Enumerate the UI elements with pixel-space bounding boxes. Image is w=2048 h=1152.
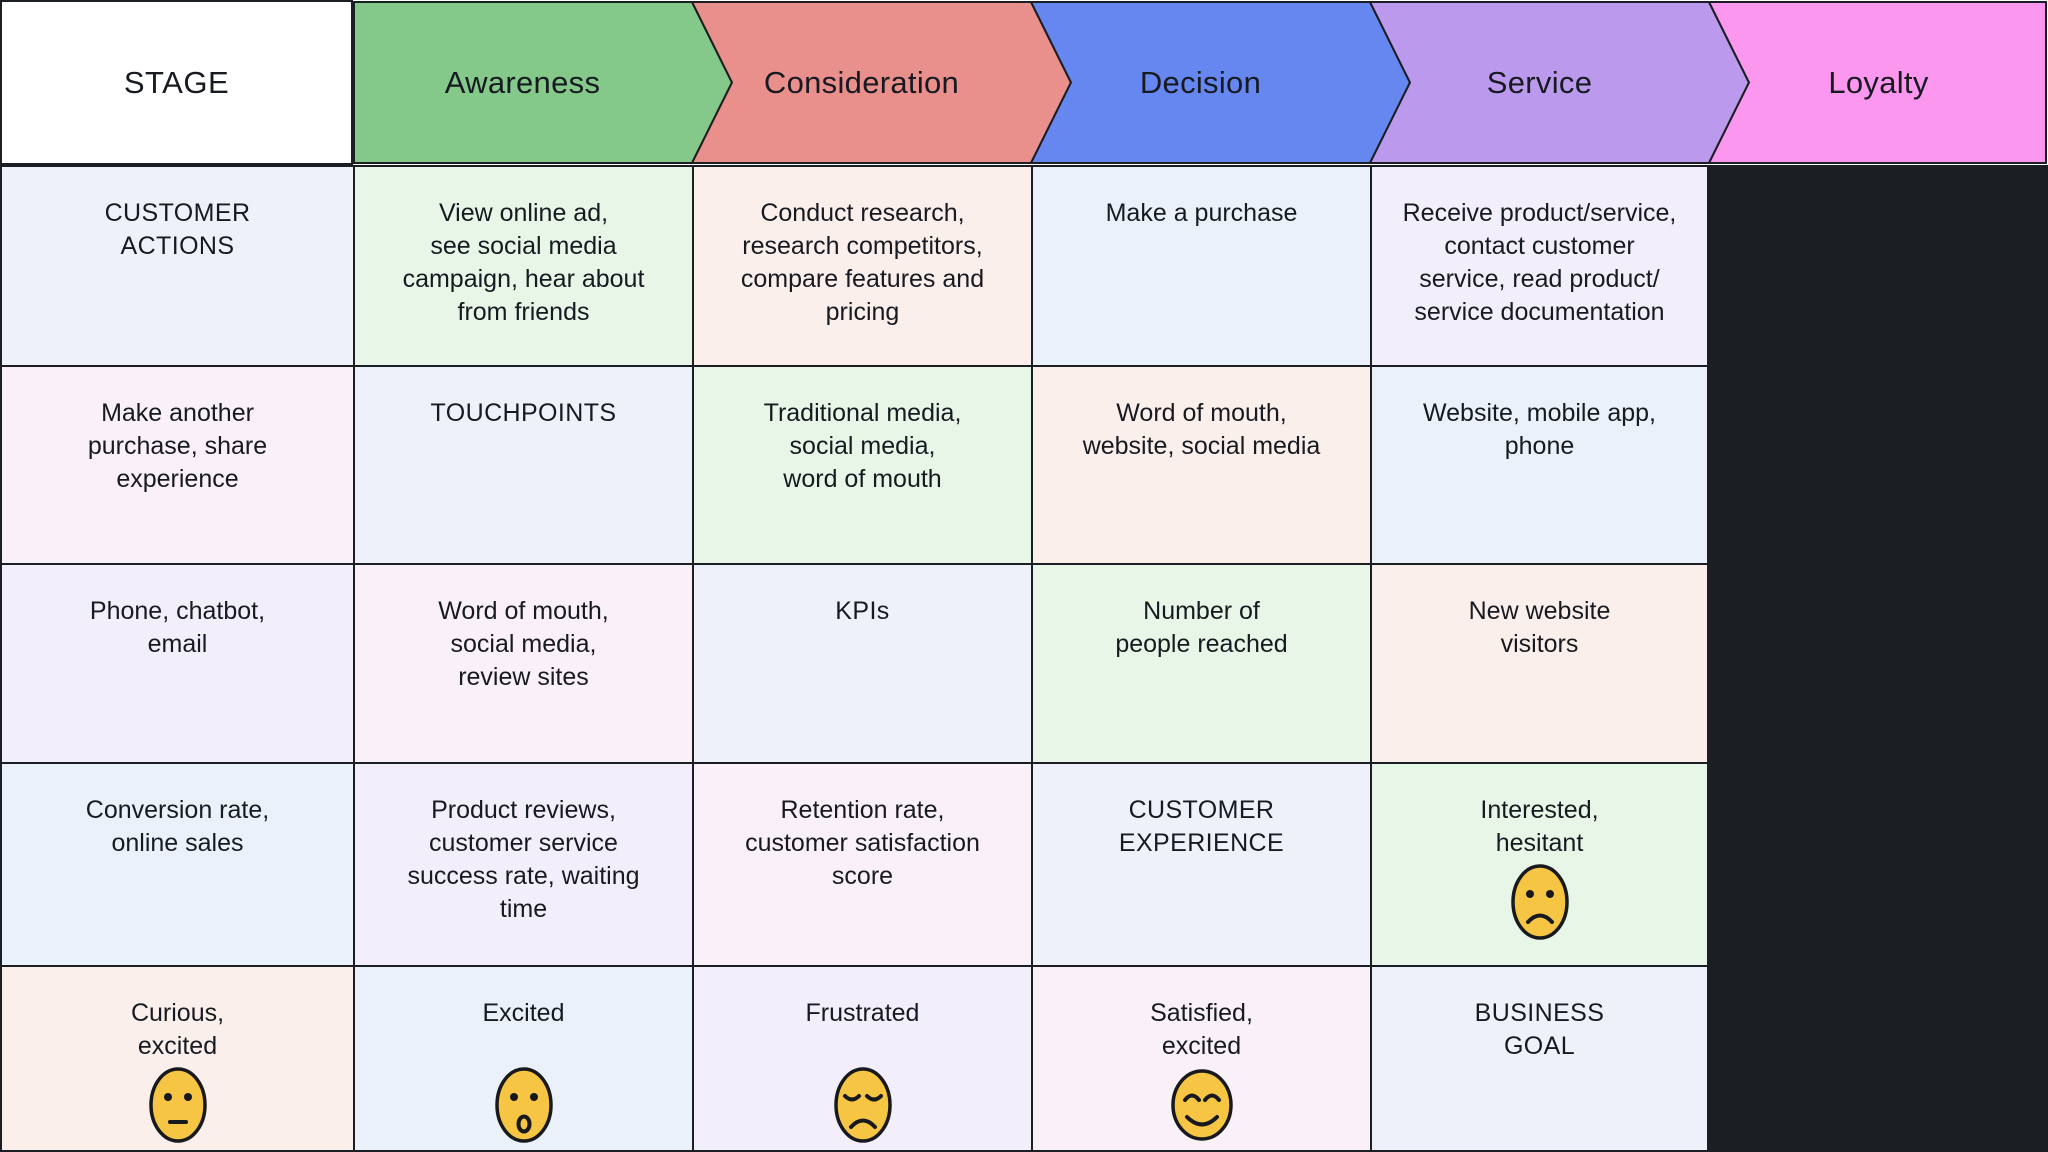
sad-face-icon [1510,864,1569,940]
cell-text: Website, mobile app, phone [1423,399,1656,460]
row-label-customer-actions: CUSTOMER ACTIONS [2,167,353,365]
cell-text: Word of mouth, website, social media [1082,399,1321,460]
cell-text: Interested, hesitant [1480,796,1599,857]
cell-awareness: Number of people reached [1033,565,1370,762]
neutral-face-icon [148,1067,207,1143]
stage-header-cell: STAGE [0,0,353,165]
cell-consideration: Curious, excited [2,967,353,1150]
cell-service: Phone, chatbot, email [2,565,353,762]
stage-chevrons [353,1,2047,164]
cell-service: Frustrated [694,967,1031,1150]
cell-decision: Website, mobile app, phone [1372,367,1707,563]
chevron-loyalty [1707,1,2047,164]
row-label-customer-experience: CUSTOMER EXPERIENCE [1033,764,1370,965]
row-label-touchpoints: TOUCHPOINTS [355,367,692,563]
cell-loyalty: Make another purchase, share experience [2,367,353,563]
chevron-awareness [353,1,734,164]
cell-loyalty: Retention rate, customer satisfaction sc… [694,764,1031,965]
cell-decision: Conversion rate, online sales [2,764,353,965]
chevron-consideration [690,1,1073,164]
row-label-kpis: KPIs [694,565,1031,762]
chevron-service [1368,1,1751,164]
cell-loyalty: Satisfied, excited [1033,967,1370,1150]
cell-decision: Excited [355,967,692,1150]
happy-face-icon [1170,1069,1233,1141]
cell-text: View online ad, see social media campaig… [402,199,645,326]
cell-text: Frustrated [805,999,920,1027]
cell-text: Number of people reached [1115,597,1288,658]
cell-consideration: Conduct research, research competitors, … [694,167,1031,365]
cell-consideration: Word of mouth, website, social media [1033,367,1370,563]
cell-service: Product reviews, customer service succes… [355,764,692,965]
cell-loyalty: Word of mouth, social media, review site… [355,565,692,762]
cell-text: Make a purchase [1105,199,1298,227]
cell-awareness: Traditional media, social media, word of… [694,367,1031,563]
cell-service: Receive product/service, contact custome… [1372,167,1707,365]
cell-text: Product reviews, customer service succes… [407,796,640,923]
cell-text: Excited [482,999,565,1027]
cell-awareness: View online ad, see social media campaig… [355,167,692,365]
cell-text: Retention rate, customer satisfaction sc… [745,796,980,890]
frustrated-face-icon [833,1067,892,1143]
journey-table: CUSTOMER ACTIONS View online ad, see soci… [0,165,2048,1152]
chevron-decision [1029,1,1412,164]
cell-text: New website visitors [1468,597,1611,658]
cell-awareness: Interested, hesitant [1372,764,1707,965]
cell-text: Curious, excited [130,999,225,1060]
cell-text: Satisfied, excited [1150,999,1253,1060]
cell-text: Traditional media, social media, word of… [763,399,962,493]
cell-text: Make another purchase, share experience [87,399,268,493]
cell-text: Phone, chatbot, email [89,597,266,658]
cell-text: Word of mouth, social media, review site… [438,597,609,691]
row-label-business-goal: BUSINESS GOAL [1372,967,1707,1150]
cell-consideration: New website visitors [1372,565,1707,762]
cell-decision: Make a purchase [1033,167,1370,365]
surprised-face-icon [494,1067,553,1143]
cell-text: Conversion rate, online sales [85,796,270,857]
cell-text: Receive product/service, contact custome… [1402,199,1677,326]
cell-text: Conduct research, research competitors, … [740,199,985,326]
